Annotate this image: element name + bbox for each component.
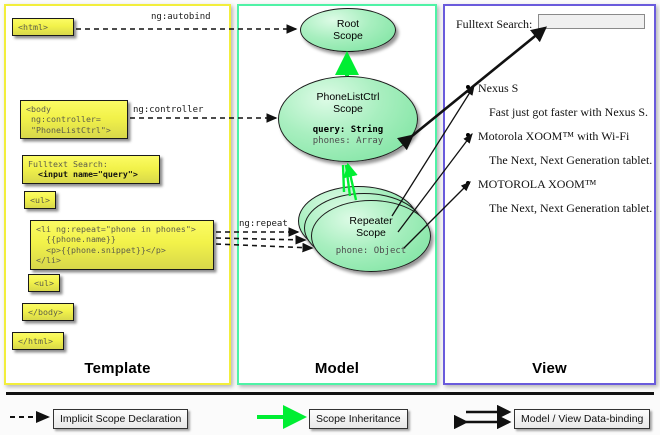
view-fulltext-search-label: Fulltext Search:	[456, 17, 533, 31]
root-scope-title-line2: Scope	[333, 30, 363, 42]
bullet-icon	[466, 85, 470, 89]
list-item: Motorola XOOM™ with Wi-Fi	[466, 129, 630, 144]
code-box-li-ngrepeat: <li ng:repeat="phone in phones"> {{phone…	[30, 220, 214, 270]
search-input[interactable]	[538, 14, 645, 29]
list-item: Nexus S	[466, 81, 519, 96]
connector-label-ng-controller: ng:controller	[133, 105, 204, 115]
legend: Implicit Scope Declaration Scope Inherit…	[0, 400, 660, 432]
phone-snippet: Fast just got faster with Nexus S.	[489, 105, 648, 119]
view-column-label: View	[532, 360, 567, 377]
code-box-body-controller: <body ng:controller= "PhoneListCtrl">	[20, 100, 128, 140]
list-item: MOTOROLA XOOM™	[466, 177, 597, 192]
phonelistctrl-scope-title-line1: PhoneListCtrl	[316, 91, 380, 103]
bullet-icon	[466, 181, 470, 185]
phone-snippet: The Next, Next Generation tablet.	[489, 153, 653, 167]
root-scope-ellipse: Root Scope	[300, 8, 396, 52]
connector-label-ng-repeat: ng:repeat	[239, 219, 288, 229]
repeater-scope-ellipse: Repeater Scope phone: Object	[311, 200, 431, 272]
code-box-body-close: </body>	[22, 303, 74, 322]
bullet-icon	[466, 133, 470, 137]
phonelistctrl-scope-ellipse: PhoneListCtrl Scope query: String phones…	[278, 76, 418, 162]
code-box-html-close: </html>	[12, 332, 64, 351]
legend-item-model-view-data-binding: Model / View Data-binding	[514, 409, 651, 429]
code-box-ul-close: <ul>	[28, 274, 60, 293]
model-column-label: Model	[314, 360, 360, 377]
code-box-fulltext-search: Fulltext Search: <input name="query">	[22, 155, 160, 184]
template-column-label: Template	[84, 360, 151, 377]
repeater-scope-title-line2: Scope	[356, 227, 386, 239]
phonelistctrl-scope-prop-query: query: String	[312, 125, 384, 135]
phone-name: Nexus S	[478, 81, 519, 95]
root-scope-title-line1: Root	[336, 18, 360, 30]
legend-item-scope-inheritance: Scope Inheritance	[309, 409, 408, 429]
code-box-ul-open: <ul>	[24, 191, 56, 210]
phonelistctrl-scope-prop-phones: phones: Array	[312, 136, 384, 146]
legend-divider	[6, 392, 654, 395]
code-box-html-open: <html>	[12, 18, 74, 37]
search-box-input-code: <input name="query">	[28, 169, 138, 180]
legend-item-implicit-scope-declaration: Implicit Scope Declaration	[53, 409, 189, 429]
view-column: View	[443, 4, 656, 385]
repeater-scope-title-line1: Repeater	[349, 215, 393, 227]
phone-snippet: The Next, Next Generation tablet.	[489, 201, 653, 215]
repeater-scope-prop-phone: phone: Object	[335, 246, 407, 256]
phonelistctrl-scope-title-line2: Scope	[333, 103, 363, 115]
phone-name: MOTOROLA XOOM™	[478, 177, 597, 191]
search-box-label: Fulltext Search:	[28, 159, 108, 169]
connector-label-ng-autobind: ng:autobind	[151, 12, 211, 22]
phone-name: Motorola XOOM™ with Wi-Fi	[478, 129, 630, 143]
